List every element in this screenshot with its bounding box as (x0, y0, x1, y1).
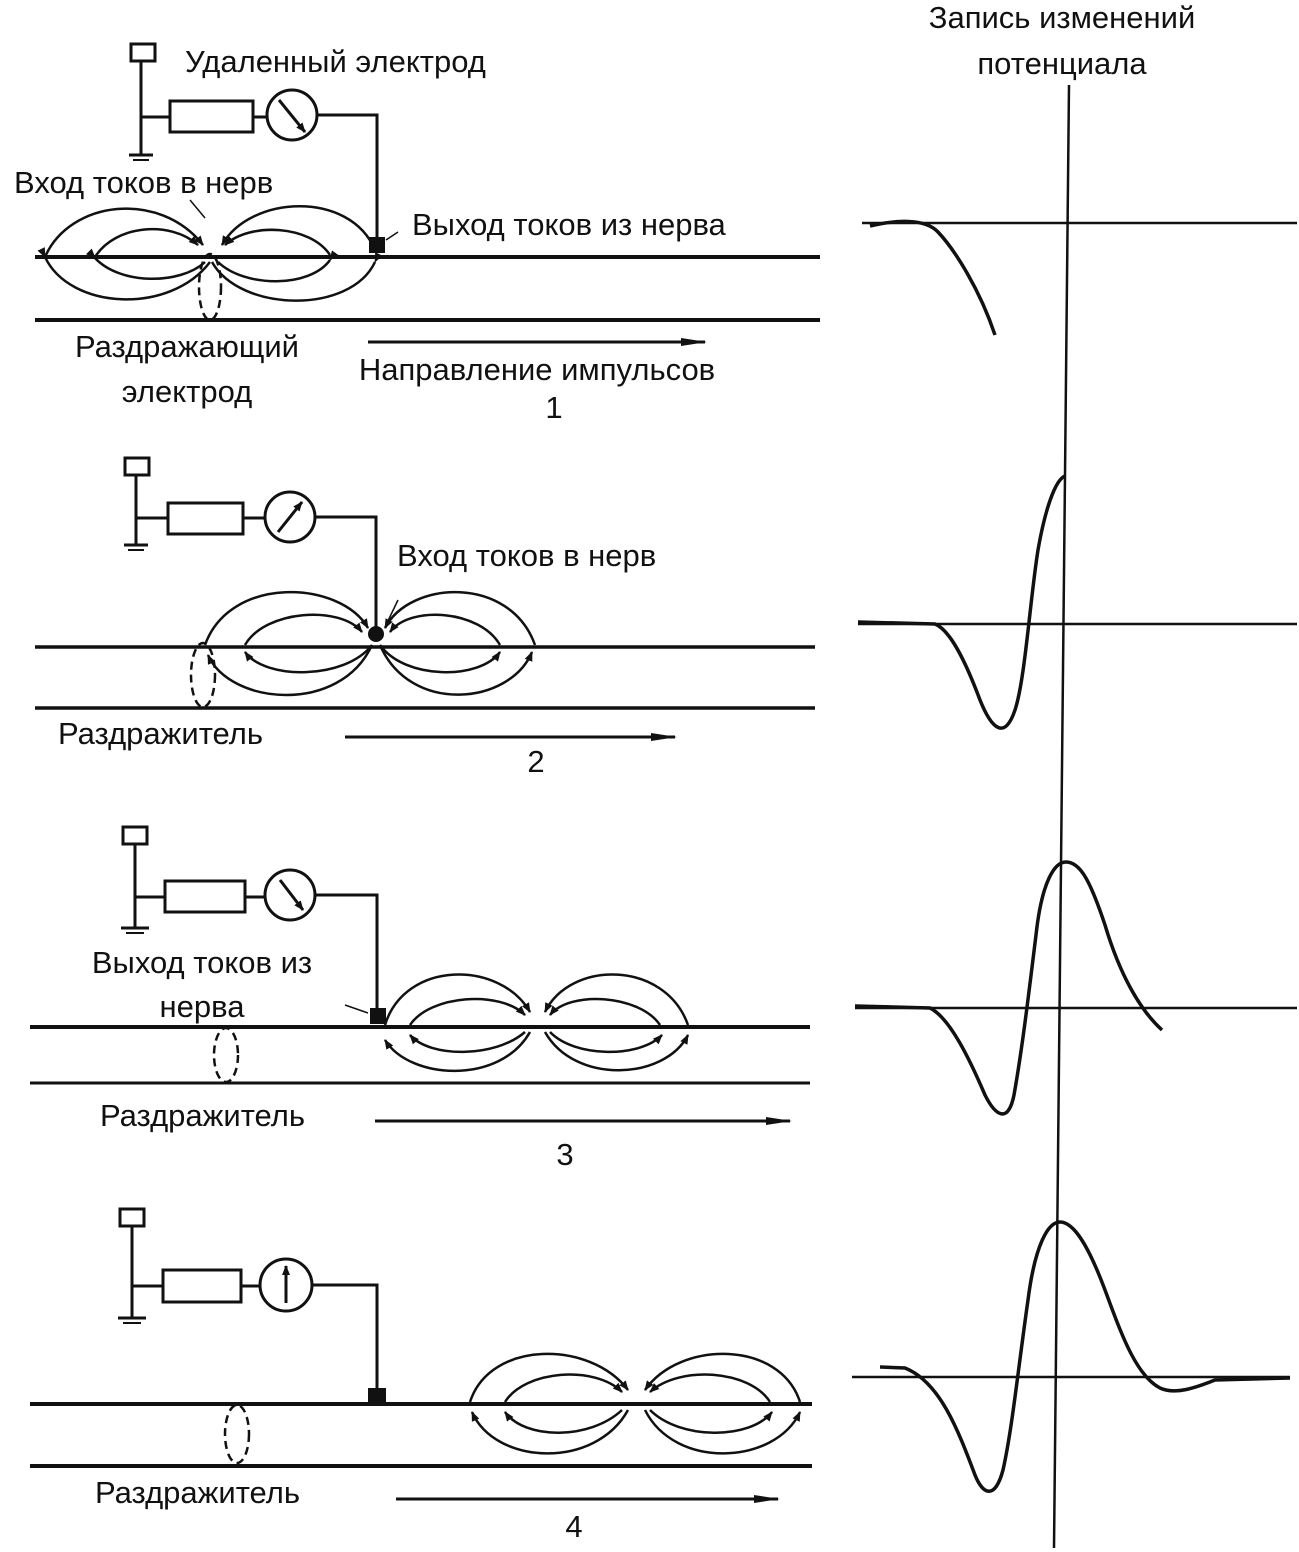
panel-1: Удаленный электрод Вход токов в нерв Вых… (14, 42, 820, 425)
remote-electrode-terminal (129, 42, 157, 63)
panel-2: Вход токов в нерв Раздражитель 2 (35, 456, 815, 779)
panel-number-3: 3 (556, 1137, 573, 1172)
label-current-exit-3-line-1: Выход токов из (92, 945, 312, 980)
stimulator-ring (212, 1026, 240, 1084)
recording-electrode (368, 626, 384, 642)
label-current-entry-2: Вход токов в нерв (397, 538, 656, 573)
trace-waveform-4 (879, 1220, 1291, 1493)
recording-lead (312, 1283, 379, 1390)
ground-icon (118, 1316, 146, 1324)
panel-4: Раздражитель 4 (30, 1207, 812, 1544)
trace-waveform-1 (869, 219, 997, 336)
panel-number-1: 1 (545, 390, 562, 425)
resistor-box (168, 99, 255, 134)
label-stimulator-4: Раздражитель (95, 1475, 300, 1510)
current-loops-2 (203, 591, 537, 697)
label-impulse-direction: Направление импульсов (359, 352, 715, 387)
galvanometer-icon (263, 868, 317, 922)
trace-title-line-2: потенциала (977, 46, 1147, 81)
trace-column: Запись изменений потенциала (852, 0, 1297, 1549)
stimulator-ring (189, 641, 217, 709)
panel-3: Выход токов из нерва Раздражитель 3 (30, 825, 810, 1172)
ground-icon (129, 153, 153, 161)
recording-lead (315, 893, 379, 1010)
resistor-box (161, 1268, 243, 1304)
galvanometer-icon (258, 1257, 314, 1313)
label-current-entry-1: Вход токов в нерв (14, 165, 273, 200)
galvanometer-icon (263, 490, 317, 544)
current-loops-4 (468, 1352, 802, 1455)
remote-electrode-terminal (118, 1207, 146, 1228)
trace-time-axis (1052, 84, 1071, 1549)
label-stimulator-2: Раздражитель (58, 716, 263, 751)
recording-electrode (368, 1388, 386, 1404)
recording-lead (315, 515, 378, 630)
label-remote-electrode: Удаленный электрод (185, 44, 486, 79)
current-loops-3 (383, 973, 690, 1073)
galvanometer-icon (265, 88, 319, 142)
resistor-box (163, 879, 247, 914)
panel-number-2: 2 (527, 744, 544, 779)
trace-waveform-3 (854, 860, 1164, 1116)
label-stimulating-electrode-line-1: Раздражающий (75, 329, 299, 364)
label-stimulating-electrode-line-2: электрод (122, 374, 252, 409)
stimulator-ring (223, 1403, 251, 1465)
current-loops-1 (37, 205, 383, 302)
panel-number-4: 4 (565, 1509, 582, 1544)
recording-electrode (369, 237, 385, 253)
ground-icon (124, 543, 148, 551)
ground-icon (121, 926, 149, 934)
recording-lead (317, 113, 379, 237)
trace-title-line-1: Запись изменений (929, 0, 1196, 35)
label-current-exit-3-line-2: нерва (160, 989, 246, 1024)
stimulating-electrode-ring (197, 252, 223, 322)
label-current-exit-1: Выход токов из нерва (412, 207, 727, 242)
resistor-box (166, 501, 245, 536)
label-stimulator-3: Раздражитель (100, 1098, 305, 1133)
recording-electrode (370, 1008, 386, 1024)
remote-electrode-terminal (121, 825, 149, 846)
remote-electrode-terminal (123, 456, 151, 477)
trace-waveform-2 (857, 474, 1066, 730)
